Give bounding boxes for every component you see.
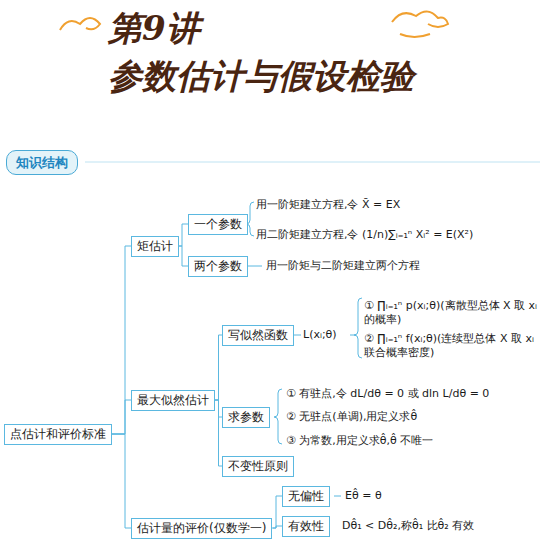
leaf-text: 用一阶矩与二阶矩建立两个方程 (266, 259, 420, 273)
box-text: 不变性原则 (228, 459, 288, 474)
topic-box: 估计量的评价(仅数学一) (131, 518, 272, 539)
sub-box: 有效性 (282, 516, 330, 537)
tree-connector (215, 400, 222, 466)
box-text: 无偏性 (288, 489, 324, 504)
box-text: 点估计和评价标准 (10, 427, 106, 442)
leaf-text: 用一阶矩建立方程,令 X̄ = EX (256, 198, 400, 212)
box-text: 写似然函数 (228, 328, 288, 343)
topic-box: 矩估计 (131, 236, 179, 257)
box-text: 矩估计 (137, 239, 173, 254)
root-box: 点估计和评价标准 (4, 424, 112, 445)
section-rule (85, 162, 540, 163)
sub-box: 无偏性 (282, 486, 330, 507)
tree-connector (179, 246, 188, 266)
leaf-text: Eθ̂ = θ (345, 489, 382, 503)
box-text: 求参数 (228, 410, 264, 425)
box-text: 估计量的评价(仅数学一) (137, 521, 266, 536)
leaf-text: 用二阶矩建立方程,令 (1/n)∑ᵢ₌₁ⁿ Xᵢ² = E(X²) (256, 228, 473, 242)
leaf-text: ① 有驻点,令 dL/dθ = 0 或 dln L/dθ = 0 (286, 387, 489, 401)
box-text: 最大似然估计 (137, 393, 209, 408)
brace (246, 202, 362, 496)
tree-connector (272, 496, 282, 528)
tree-connector (112, 246, 131, 434)
leaf-text: ② 无驻点(单调),用定义求θ̂ (286, 410, 417, 424)
page-title: 第9讲 参数估计与假设检验 (108, 4, 438, 100)
box-text: 有效性 (288, 519, 324, 534)
tree-connector (179, 224, 188, 246)
sub-box: 求参数 (222, 407, 270, 428)
section-tab: 知识结构 (6, 150, 78, 175)
tree-connector (112, 434, 131, 528)
leaf-text: Dθ̂₁ < Dθ̂₂,称θ̂₁ 比θ̂₂ 有效 (342, 519, 474, 533)
sub-box: 不变性原则 (222, 456, 294, 477)
sub-box: 两个参数 (188, 256, 248, 277)
topic-box: 最大似然估计 (131, 390, 215, 411)
box-text: 一个参数 (194, 217, 242, 232)
leaf-text: L(xᵢ;θ) (303, 328, 337, 342)
leaf-text: ① ∏ᵢ₌₁ⁿ p(xᵢ;θ)(离散型总体 X 取 xᵢ 的概率) (364, 299, 538, 327)
leaf-text: ③ 为常数,用定义求θ̂,θ̂ 不唯一 (286, 434, 433, 448)
tree-connector (215, 335, 222, 400)
tree-connector (272, 526, 282, 528)
tree-connector (112, 400, 131, 434)
box-text: 知识结构 (16, 155, 68, 170)
sub-box: 一个参数 (188, 214, 248, 235)
leaf-text: ② ∏ᵢ₌₁ⁿ f(xᵢ;θ)(连续型总体 X 取 xᵢ 联合概率密度) (364, 332, 538, 360)
sub-box: 写似然函数 (222, 325, 294, 346)
box-text: 两个参数 (194, 259, 242, 274)
